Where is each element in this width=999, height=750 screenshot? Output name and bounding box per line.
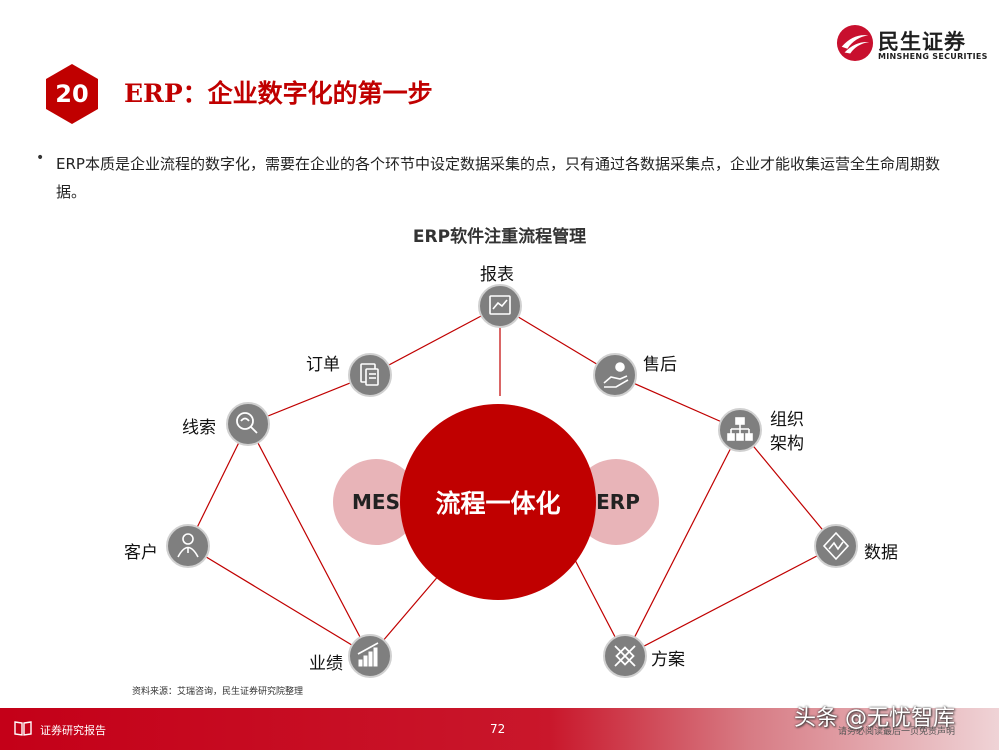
performance-node: [348, 634, 392, 678]
node-label-after-sales: 售后: [643, 355, 677, 375]
section-number-badge: [46, 64, 98, 124]
node-label-org-2: 架构: [770, 434, 804, 454]
org-node: [718, 408, 762, 452]
org-chart-icon: [727, 417, 753, 441]
lead-node: [226, 402, 270, 446]
footer-bar: 证券研究报告 72: [0, 708, 999, 750]
disclaimer: 请务必阅读最后一页免责声明: [838, 727, 956, 737]
section-number: 20: [55, 80, 89, 108]
erp-label: ERP: [596, 490, 640, 514]
page-title: ERP：企业数字化的第一步: [124, 79, 433, 108]
bullet-text: ERP本质是企业流程的数字化，需要在企业的各个环节中设定数据采集的点，只有通过各…: [56, 155, 940, 201]
source-note: 资料来源：艾瑞咨询，民生证券研究院整理: [132, 687, 304, 697]
node-label-plan: 方案: [651, 650, 685, 670]
tools-icon: [614, 645, 636, 667]
page-number: 72: [490, 722, 506, 736]
brand-logo: 民生证券 MINSHENG SECURITIES: [836, 24, 988, 64]
center-label: 流程一体化: [435, 489, 560, 518]
brand-name-cn: 民生证券: [878, 30, 966, 54]
diagram-title: ERP软件注重流程管理: [412, 227, 587, 247]
brand-logo-icon: [836, 24, 874, 62]
customer-node: [166, 524, 210, 568]
mes-circle: [333, 459, 419, 545]
after-sales-node: [593, 353, 637, 397]
node-label-org: 组织: [770, 410, 804, 430]
footer-label: 证券研究报告: [40, 724, 106, 737]
node-label-lead: 线索: [182, 418, 216, 438]
order-node: [348, 353, 392, 397]
node-label-order: 订单: [306, 355, 340, 375]
erp-circle: [573, 459, 659, 545]
watermark: 头条 @无忧智库: [794, 706, 955, 731]
node-label-performance: 业绩: [309, 654, 343, 674]
magnifier-icon: [236, 412, 258, 434]
node-label-data: 数据: [864, 543, 898, 563]
mes-label: MES: [352, 490, 400, 514]
data-node: [814, 524, 858, 568]
hand-service-icon: [603, 362, 629, 388]
report-icon: [489, 295, 511, 315]
book-icon: [14, 721, 32, 736]
data-chart-icon: [822, 531, 850, 561]
brand-name-en: MINSHENG SECURITIES: [878, 52, 988, 61]
bar-growth-icon: [357, 642, 379, 667]
person-icon: [177, 533, 199, 558]
node-label-report: 报表: [480, 265, 514, 285]
report-node: [478, 284, 522, 328]
bullet-marker: •: [36, 150, 45, 166]
center-circle: [400, 404, 596, 600]
node-label-customer: 客户: [124, 543, 158, 563]
document-icon: [360, 363, 379, 386]
plan-node: [603, 634, 647, 678]
